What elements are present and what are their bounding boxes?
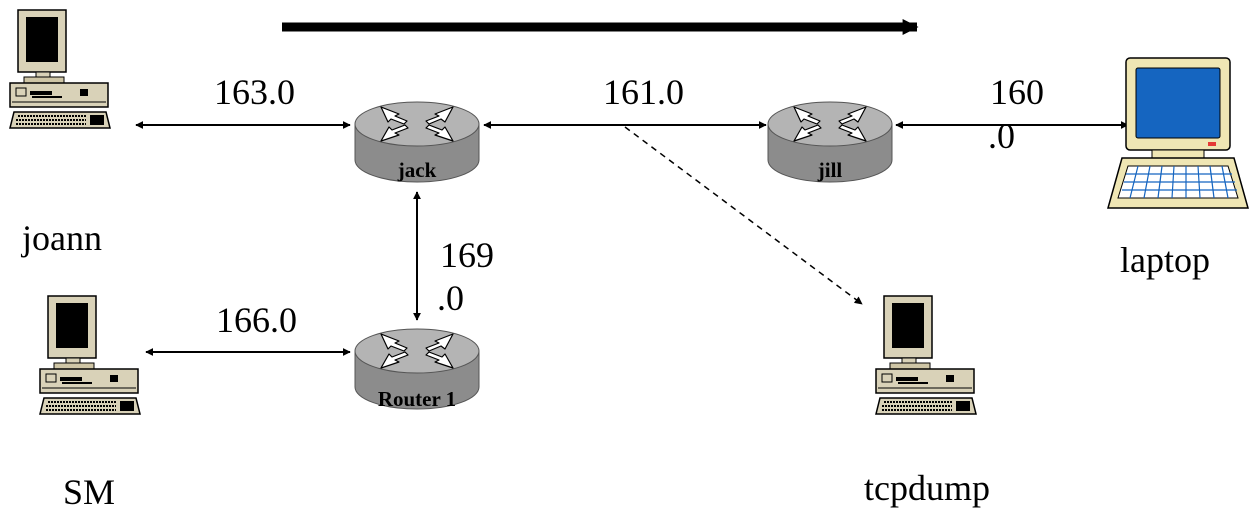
desktop-computer-icon (875, 295, 977, 415)
host-joann: joann (9, 9, 111, 258)
router-label: Router 1 (378, 387, 456, 411)
link-label-sm-router1: 166.0 (216, 300, 297, 340)
laptop-icon (1107, 57, 1249, 209)
host-label: laptop (1120, 240, 1210, 280)
link-label-jack-router1-1: 169 (440, 235, 494, 275)
router-label: jack (397, 158, 437, 182)
router-jack: jack (354, 101, 480, 183)
router-label: jill (817, 158, 843, 182)
desktop-computer-icon (39, 295, 141, 415)
desktop-computer-icon (9, 9, 111, 129)
mirror-link-tcpdump (624, 126, 863, 305)
link-label-jack-jill: 161.0 (603, 72, 684, 112)
host-label: SM (63, 472, 115, 512)
router-router1: Router 1 (354, 328, 480, 411)
link-label-joann-jack: 163.0 (214, 72, 295, 112)
link-label-jill-laptop-2: .0 (988, 116, 1015, 156)
link-label-jack-router1-2: .0 (437, 278, 464, 318)
host-sm: SM (39, 295, 141, 512)
host-label: tcpdump (864, 468, 990, 508)
host-laptop: laptop (1107, 57, 1249, 280)
router-jill: jill (767, 101, 893, 183)
link-label-jill-laptop-1: 160 (990, 72, 1044, 112)
host-tcpdump: tcpdump (864, 295, 990, 508)
host-label: joann (20, 218, 102, 258)
